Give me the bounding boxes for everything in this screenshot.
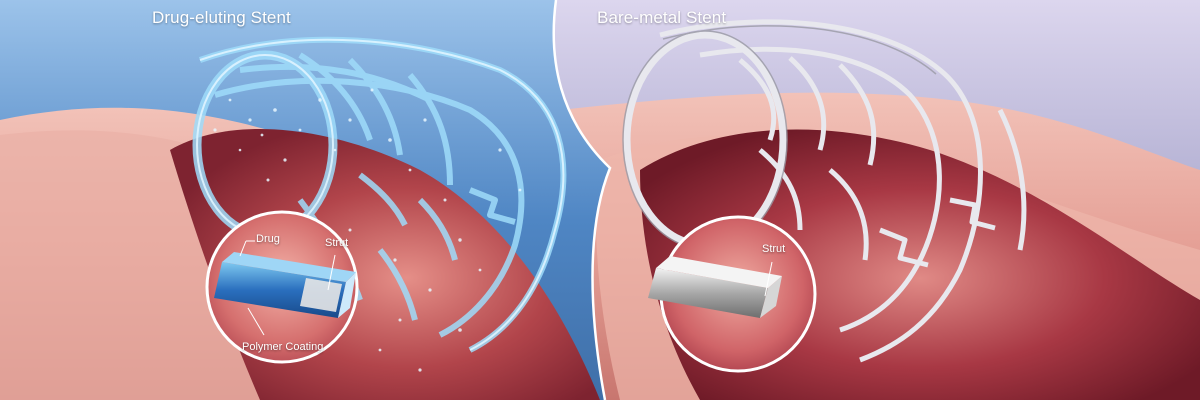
callout-label-strut-left: Strut — [325, 237, 349, 249]
callout-label-polymer-coating: Polymer Coating — [242, 341, 324, 353]
panel-title-bare-metal: Bare-metal Stent — [597, 8, 727, 27]
callout-label-drug: Drug — [256, 233, 280, 245]
panel-divider — [552, 0, 612, 400]
callout-label-strut-right: Strut — [762, 243, 786, 255]
metal-strut-bar — [648, 256, 782, 318]
panel-title-drug-eluting: Drug-eluting Stent — [152, 8, 291, 27]
drug-strut-bar — [214, 252, 356, 318]
